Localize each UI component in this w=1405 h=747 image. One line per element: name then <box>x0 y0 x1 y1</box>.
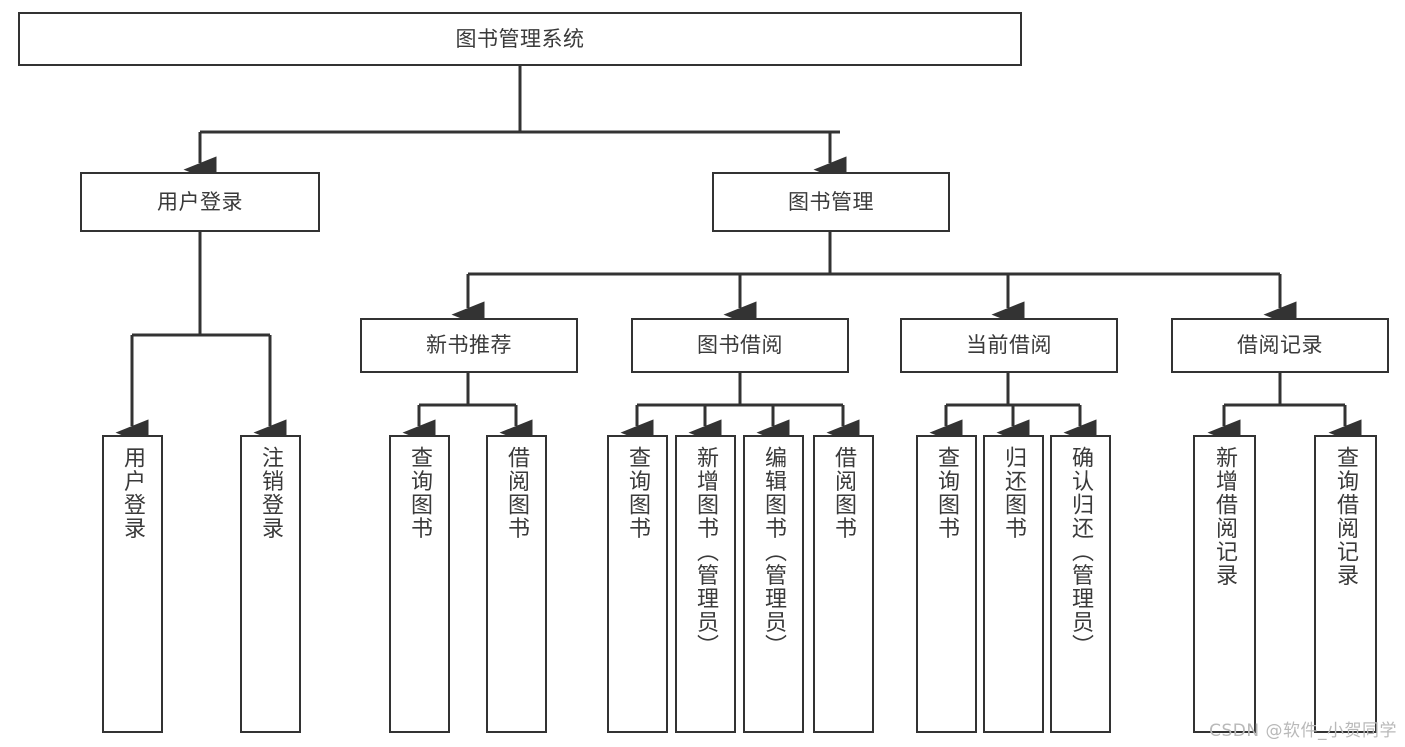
leaf-label: 确认归还（管理员） <box>1068 446 1094 658</box>
watermark: CSDN @软件_小贺同学 <box>1209 721 1397 741</box>
leaf-label: 查询图书 <box>625 446 651 540</box>
node-user-login[interactable]: 用户登录 <box>80 172 320 232</box>
node-user-login-label: 用户登录 <box>157 189 243 214</box>
leaf-label: 新增借阅记录 <box>1212 446 1238 587</box>
node-book-management-label: 图书管理 <box>788 189 874 214</box>
leaf-borrow-query-book[interactable]: 查询图书 <box>607 435 668 733</box>
leaf-borrow-borrow-book[interactable]: 借阅图书 <box>813 435 874 733</box>
leaf-borrow-add-book[interactable]: 新增图书（管理员） <box>675 435 736 733</box>
node-book-borrow[interactable]: 图书借阅 <box>631 318 849 373</box>
leaf-current-confirm-return[interactable]: 确认归还（管理员） <box>1050 435 1111 733</box>
leaf-label: 用户登录 <box>120 446 146 540</box>
node-root[interactable]: 图书管理系统 <box>18 12 1022 66</box>
leaf-user-login-logout[interactable]: 注销登录 <box>240 435 301 733</box>
leaf-current-query-book[interactable]: 查询图书 <box>916 435 977 733</box>
node-book-borrow-label: 图书借阅 <box>697 333 783 358</box>
node-new-book-recommend[interactable]: 新书推荐 <box>360 318 578 373</box>
leaf-label: 借阅图书 <box>831 446 857 540</box>
node-borrow-record-label: 借阅记录 <box>1237 333 1323 358</box>
leaf-current-return-book[interactable]: 归还图书 <box>983 435 1044 733</box>
leaf-new-book-query[interactable]: 查询图书 <box>389 435 450 733</box>
node-book-management[interactable]: 图书管理 <box>712 172 950 232</box>
node-current-borrow-label: 当前借阅 <box>966 333 1052 358</box>
leaf-label: 归还图书 <box>1001 446 1027 540</box>
leaf-label: 注销登录 <box>258 446 284 540</box>
node-new-book-recommend-label: 新书推荐 <box>426 333 512 358</box>
leaf-label: 编辑图书（管理员） <box>761 446 787 658</box>
leaf-new-book-borrow[interactable]: 借阅图书 <box>486 435 547 733</box>
leaf-user-login-login[interactable]: 用户登录 <box>102 435 163 733</box>
leaf-label: 查询图书 <box>407 446 433 540</box>
node-current-borrow[interactable]: 当前借阅 <box>900 318 1118 373</box>
node-root-label: 图书管理系统 <box>455 26 585 51</box>
leaf-borrow-edit-book[interactable]: 编辑图书（管理员） <box>743 435 804 733</box>
leaf-label: 查询借阅记录 <box>1333 446 1359 587</box>
leaf-record-add[interactable]: 新增借阅记录 <box>1193 435 1256 733</box>
leaf-label: 新增图书（管理员） <box>693 446 719 658</box>
leaf-label: 借阅图书 <box>504 446 530 540</box>
leaf-label: 查询图书 <box>934 446 960 540</box>
node-borrow-record[interactable]: 借阅记录 <box>1171 318 1389 373</box>
leaf-record-query[interactable]: 查询借阅记录 <box>1314 435 1377 733</box>
